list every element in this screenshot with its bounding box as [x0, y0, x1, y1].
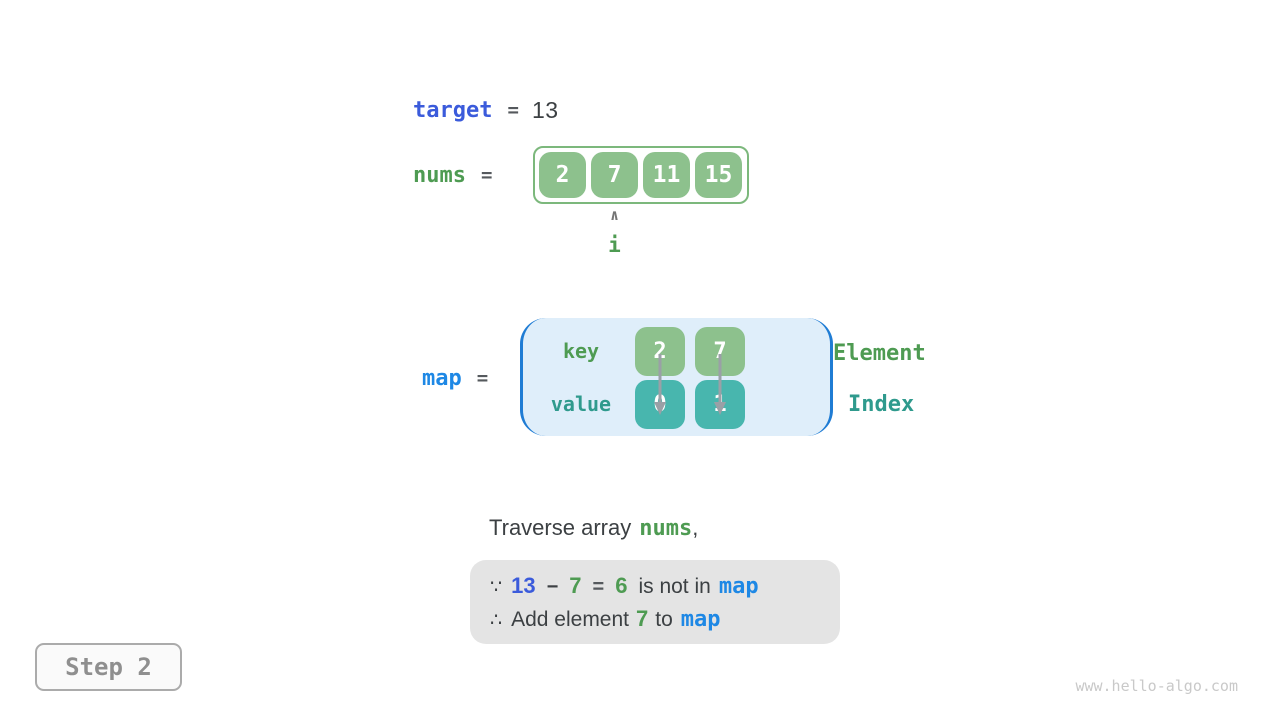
index-pointer-label: i — [608, 233, 621, 257]
target-equals-sign: = — [507, 99, 519, 121]
map-label: map — [422, 365, 462, 391]
map-label-row: map = — [422, 364, 501, 392]
nums-array-cell-3: 15 — [695, 152, 742, 198]
caption-suffix: , — [692, 515, 699, 540]
note-not-in-text: is not in — [638, 574, 711, 598]
nums-equals-sign: = — [480, 164, 493, 186]
note-to-text: to — [655, 607, 673, 631]
note-map-ref-1: map — [718, 573, 759, 599]
note-line-2: ∴ Add element 7 to map — [490, 606, 820, 632]
note-line-1: ∵ 13 − 7 = 6 is not in map — [490, 573, 820, 599]
watermark: www.hello-algo.com — [1075, 677, 1238, 695]
note-map-ref-2: map — [680, 606, 721, 632]
note-target-value: 13 — [511, 572, 536, 598]
nums-row: nums = — [413, 161, 505, 189]
map-container: key value 2 7 0 1 — [520, 318, 833, 436]
caption-nums-ref: nums — [639, 516, 693, 541]
map-equals-sign: = — [476, 367, 489, 389]
nums-label: nums — [413, 162, 466, 188]
element-legend-label: Element — [833, 341, 926, 366]
target-label: target — [413, 97, 493, 123]
nums-array-cell-0: 2 — [539, 152, 586, 198]
note-added-value: 7 — [636, 605, 649, 631]
key-to-value-arrow-icon — [714, 354, 726, 415]
target-row: target = 13 — [413, 96, 559, 124]
note-box: ∵ 13 − 7 = 6 is not in map ∴ Add element… — [470, 560, 840, 644]
nums-array-cell-1: 7 — [591, 152, 638, 198]
target-value: 13 — [531, 96, 559, 123]
step-badge-label: Step 2 — [65, 653, 152, 681]
nums-array-cell-2: 11 — [643, 152, 690, 198]
key-to-value-arrow-icon — [654, 354, 666, 415]
note-equals-sign: = — [592, 575, 605, 598]
minus-sign: − — [546, 575, 559, 598]
nums-array: 2 7 11 15 — [533, 146, 749, 204]
note-current-value: 7 — [569, 572, 582, 598]
index-legend-label: Index — [848, 392, 915, 417]
therefore-symbol: ∴ — [490, 609, 503, 631]
index-pointer-arrow-icon: ∧ — [609, 206, 620, 224]
caption: Traverse array nums , — [489, 515, 698, 541]
note-add-text: Add element — [511, 607, 630, 631]
map-value-label: value — [550, 392, 612, 416]
note-complement-value: 6 — [615, 572, 628, 598]
because-symbol: ∵ — [490, 576, 503, 598]
map-key-label: key — [562, 339, 600, 363]
caption-prefix: Traverse array — [489, 515, 632, 540]
step-badge: Step 2 — [35, 643, 182, 691]
